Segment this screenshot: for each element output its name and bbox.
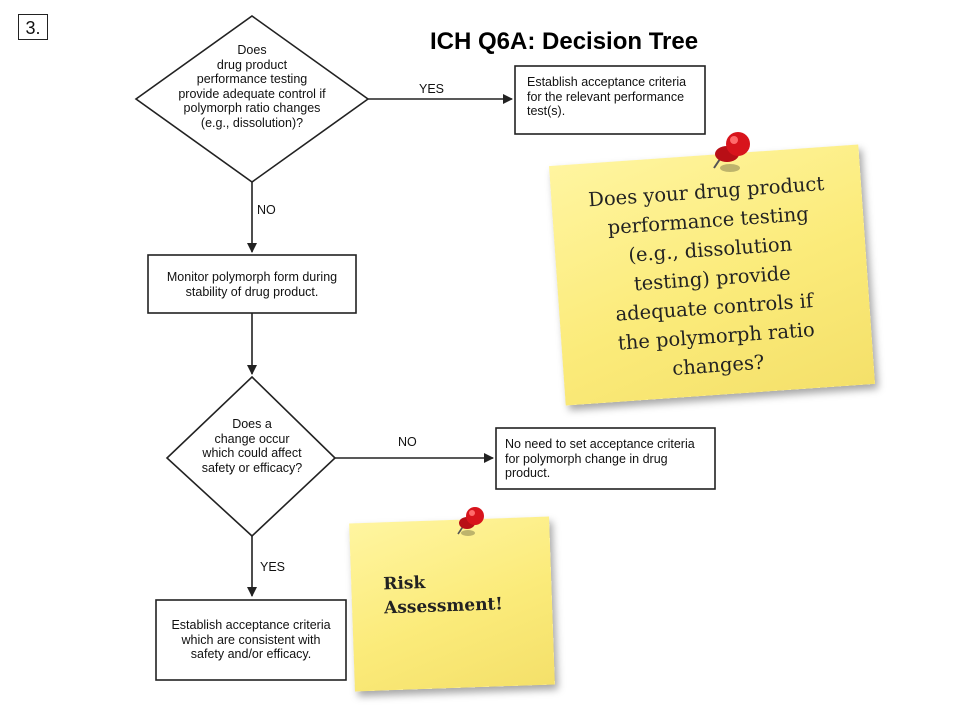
note-risk-assessment-text: Risk Assessment! [382, 572, 504, 619]
sticky-note-performance-question: Does your drug product performance testi… [549, 144, 875, 406]
box-criteria-safety: Establish acceptance criteria which are … [171, 618, 331, 661]
no-label-1: NO [257, 203, 276, 217]
page-title: ICH Q6A: Decision Tree [430, 28, 699, 55]
no-label-2: NO [398, 435, 417, 449]
box-criteria-performance: Establish acceptance criteria for the re… [527, 75, 687, 118]
box-monitor: Monitor polymorph form during stability … [166, 270, 338, 299]
box-no-need-shape [495, 427, 716, 490]
yes-label-1: YES [419, 82, 445, 96]
box-no-need: No need to set acceptance criteria for p… [505, 437, 695, 480]
box-criteria-safety-shape [155, 599, 347, 681]
sticky-note-risk-assessment: Risk Assessment! [349, 516, 555, 692]
note-performance-question-text: Does your drug product performance testi… [587, 171, 825, 380]
decision-2-text: Does a change occur which could affect s… [201, 417, 303, 475]
pushpin-icon [713, 132, 750, 172]
step-number-box: 3. [18, 14, 48, 40]
box-monitor-shape [147, 254, 357, 314]
yes-label-2: YES [260, 560, 286, 574]
pushpin-icon [457, 507, 484, 536]
box-criteria-performance-shape [514, 65, 706, 135]
decision-1-text: Does drug product performance testing pr… [178, 43, 326, 130]
